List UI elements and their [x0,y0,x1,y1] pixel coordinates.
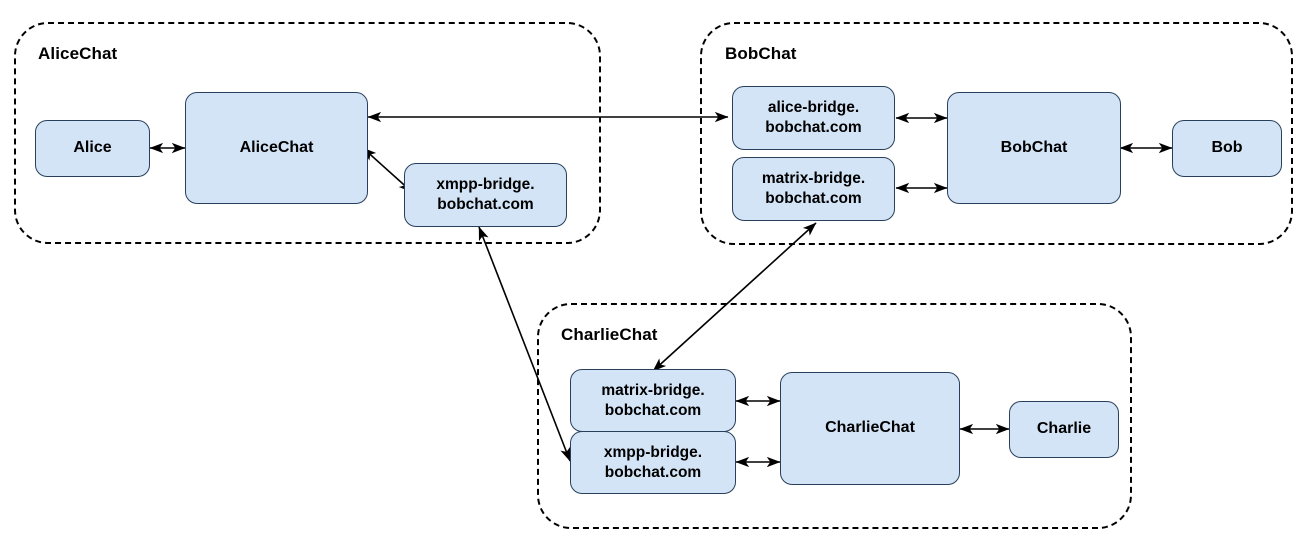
node-bobchat-server-label: BobChat [1000,138,1068,156]
node-bob-matrix-bridge-label: matrix-bridge. bobchat.com [761,170,866,207]
container-title-bobchat: BobChat [725,44,797,63]
container-charliechat [537,303,1132,529]
node-alice-xmpp-bridge-label: xmpp-bridge. bobchat.com [436,176,535,213]
node-bob-alice-bridge-label: alice-bridge. bobchat.com [765,99,862,136]
node-charlie-label: Charlie [1036,420,1092,438]
node-charlie-matrix-bridge-label: matrix-bridge. bobchat.com [601,381,705,419]
node-charliechat-server-label: CharlieChat [825,419,915,437]
node-bob-matrix-bridge[interactable]: matrix-bridge. bobchat.com [732,157,895,221]
node-alice-label: Alice [73,139,112,157]
node-charliechat-server[interactable]: CharlieChat [780,372,960,485]
node-bob[interactable]: Bob [1172,120,1282,177]
node-charlie-xmpp-bridge-label: xmpp-bridge. bobchat.com [603,443,703,481]
node-bobchat-server[interactable]: BobChat [947,92,1121,204]
container-alicechat [14,22,601,244]
node-alicechat-server[interactable]: AliceChat [185,92,368,204]
node-alice[interactable]: Alice [35,120,150,177]
node-bob-alice-bridge[interactable]: alice-bridge. bobchat.com [732,86,895,150]
node-alice-xmpp-bridge[interactable]: xmpp-bridge. bobchat.com [404,163,567,227]
node-charlie[interactable]: Charlie [1009,401,1119,458]
container-title-alicechat: AliceChat [38,44,118,63]
container-bobchat [700,22,1293,245]
node-charlie-matrix-bridge[interactable]: matrix-bridge. bobchat.com [570,369,736,432]
node-alicechat-server-label: AliceChat [239,138,314,156]
node-bob-label: Bob [1211,139,1243,157]
node-charlie-xmpp-bridge[interactable]: xmpp-bridge. bobchat.com [570,431,736,494]
container-title-charliechat: CharlieChat [561,325,658,344]
